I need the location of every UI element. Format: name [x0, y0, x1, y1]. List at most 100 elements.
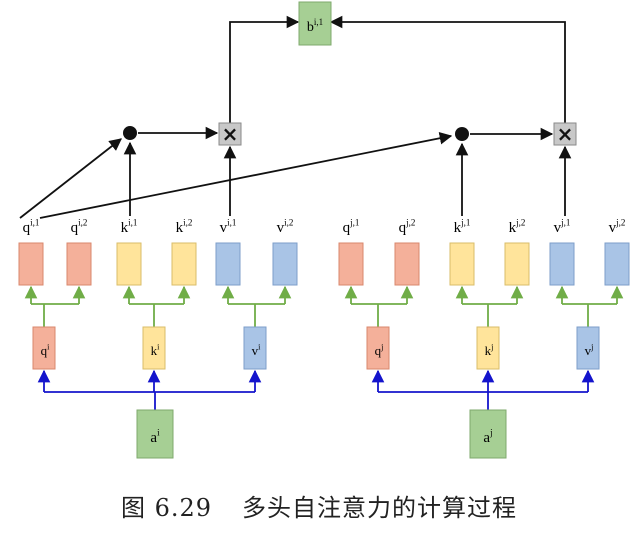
- head-box-q-j-2: [394, 242, 420, 286]
- proj-box-k-j: [476, 326, 500, 370]
- figure-caption: 图 6.29 多头自注意力的计算过程: [0, 488, 638, 523]
- head-box-q-i-1: [18, 242, 44, 286]
- dot-product-node-1: [123, 126, 137, 140]
- proj-label-q-i-superscript: i: [47, 343, 50, 352]
- input-label-a-i-superscript: i: [157, 428, 160, 438]
- head-box-k-j-2: [504, 242, 530, 286]
- proj-label-k-i-superscript: i: [157, 343, 160, 352]
- connector-layer: [19, 15, 624, 410]
- proj-label-q-i: qi: [41, 343, 51, 358]
- head-label-k-i-1-base: k: [121, 220, 129, 236]
- multiply-node-2: [553, 122, 577, 146]
- proj-label-k-j-superscript: j: [490, 343, 493, 352]
- head-label-v-j-2-base: v: [609, 220, 617, 236]
- proj-label-k-j: kj: [485, 343, 494, 358]
- proj-label-v-j-base: v: [585, 343, 592, 358]
- proj-box-k-i: [142, 326, 166, 370]
- head-box-v-i-2: [272, 242, 298, 286]
- head-label-v-i-2-superscript: i,2: [284, 218, 293, 228]
- head-label-q-i-2: qi,2: [71, 218, 88, 236]
- proj-label-v-j-superscript: j: [590, 343, 593, 352]
- head-label-q-i-1: qi,1: [23, 218, 40, 236]
- head-box-k-j-1: [449, 242, 475, 286]
- proj-label-q-j: qj: [375, 343, 384, 358]
- input-label-a-i-base: a: [150, 430, 157, 446]
- head-label-q-j-2-base: q: [399, 220, 407, 236]
- arrow-mul1-to-output: [229, 15, 300, 123]
- arrow-q-i1-to-dot2: [39, 132, 453, 219]
- proj-box-q-j: [366, 326, 390, 370]
- head-label-k-i-2-superscript: i,2: [183, 218, 192, 228]
- head-label-q-j-2: qj,2: [399, 218, 416, 236]
- head-label-k-i-2-base: k: [176, 220, 184, 236]
- head-label-v-j-1-base: v: [554, 220, 562, 236]
- head-label-k-j-2-superscript: j,2: [515, 218, 525, 228]
- head-label-q-i-2-base: q: [71, 220, 79, 236]
- head-box-q-i-2: [66, 242, 92, 286]
- head-label-k-j-1-superscript: j,1: [460, 218, 470, 228]
- proj-label-v-i: vi: [252, 343, 262, 358]
- head-label-v-i-2: vi,2: [277, 218, 294, 236]
- head-label-q-j-2-superscript: j,2: [405, 218, 415, 228]
- input-label-a-j-base: a: [483, 430, 490, 446]
- proj-label-v-j: vj: [585, 343, 594, 358]
- head-label-q-i-2-superscript: i,2: [78, 218, 87, 228]
- proj-box-q-i: [32, 326, 56, 370]
- head-box-v-j-1: [549, 242, 575, 286]
- head-label-v-j-2: vj,2: [609, 218, 626, 236]
- proj-label-q-j-base: q: [375, 343, 382, 358]
- output-label-b-i1-base: b: [307, 20, 314, 35]
- multiply-symbol-1: ×: [222, 122, 239, 146]
- head-label-q-j-1-base: q: [343, 220, 351, 236]
- proj-label-v-i-base: v: [252, 343, 259, 358]
- head-box-k-i-2: [171, 242, 197, 286]
- multiply-node-1: [218, 122, 242, 146]
- figure-title: 多头自注意力的计算过程: [242, 494, 518, 522]
- multiply-symbol-2: ×: [557, 122, 574, 146]
- head-label-k-i-1-superscript: i,1: [128, 218, 137, 228]
- head-label-v-i-1-base: v: [220, 220, 228, 236]
- proj-box-v-i: [243, 326, 267, 370]
- head-label-k-i-2: ki,2: [176, 218, 193, 236]
- head-box-q-j-1: [338, 242, 364, 286]
- head-label-k-j-1-base: k: [454, 220, 462, 236]
- proj-label-k-i: ki: [151, 343, 161, 358]
- proj-label-q-i-base: q: [41, 343, 48, 358]
- input-box-a-j: [469, 409, 507, 459]
- head-label-v-i-1-superscript: i,1: [227, 218, 236, 228]
- proj-box-v-j: [576, 326, 600, 370]
- input-label-a-i: ai: [150, 428, 160, 446]
- arrow-q-i1-to-dot1: [19, 138, 122, 219]
- head-label-v-j-1: vj,1: [554, 218, 571, 236]
- input-label-a-j: aj: [483, 428, 492, 446]
- head-label-k-j-2: kj,2: [509, 218, 526, 236]
- head-box-v-j-2: [604, 242, 630, 286]
- head-box-k-i-1: [116, 242, 142, 286]
- head-label-q-i-1-base: q: [23, 220, 31, 236]
- input-label-a-j-superscript: j: [489, 428, 493, 438]
- dot-product-node-2: [455, 127, 469, 141]
- output-box-b-i1: [298, 1, 332, 46]
- output-label-b-i1: bi,1: [307, 17, 323, 35]
- head-box-v-i-1: [215, 242, 241, 286]
- proj-label-k-j-base: k: [485, 343, 492, 358]
- input-box-a-i: [136, 409, 174, 459]
- proj-label-k-i-base: k: [151, 343, 158, 358]
- head-label-k-j-2-base: k: [509, 220, 517, 236]
- head-label-q-j-1-superscript: j,1: [349, 218, 359, 228]
- head-label-k-j-1: kj,1: [454, 218, 471, 236]
- head-label-v-j-1-superscript: j,1: [560, 218, 570, 228]
- head-label-v-j-2-superscript: j,2: [615, 218, 625, 228]
- figure-number: 图 6.29: [120, 494, 213, 522]
- output-label-b-i1-superscript: i,1: [314, 17, 323, 27]
- head-label-q-j-1: qj,1: [343, 218, 360, 236]
- proj-label-v-i-superscript: i: [258, 343, 261, 352]
- head-label-v-i-1: vi,1: [220, 218, 237, 236]
- head-label-v-i-2-base: v: [277, 220, 285, 236]
- arrow-mul2-to-output: [329, 15, 566, 123]
- head-label-q-i-1-superscript: i,1: [30, 218, 39, 228]
- proj-label-q-j-superscript: j: [380, 343, 383, 352]
- head-label-k-i-1: ki,1: [121, 218, 138, 236]
